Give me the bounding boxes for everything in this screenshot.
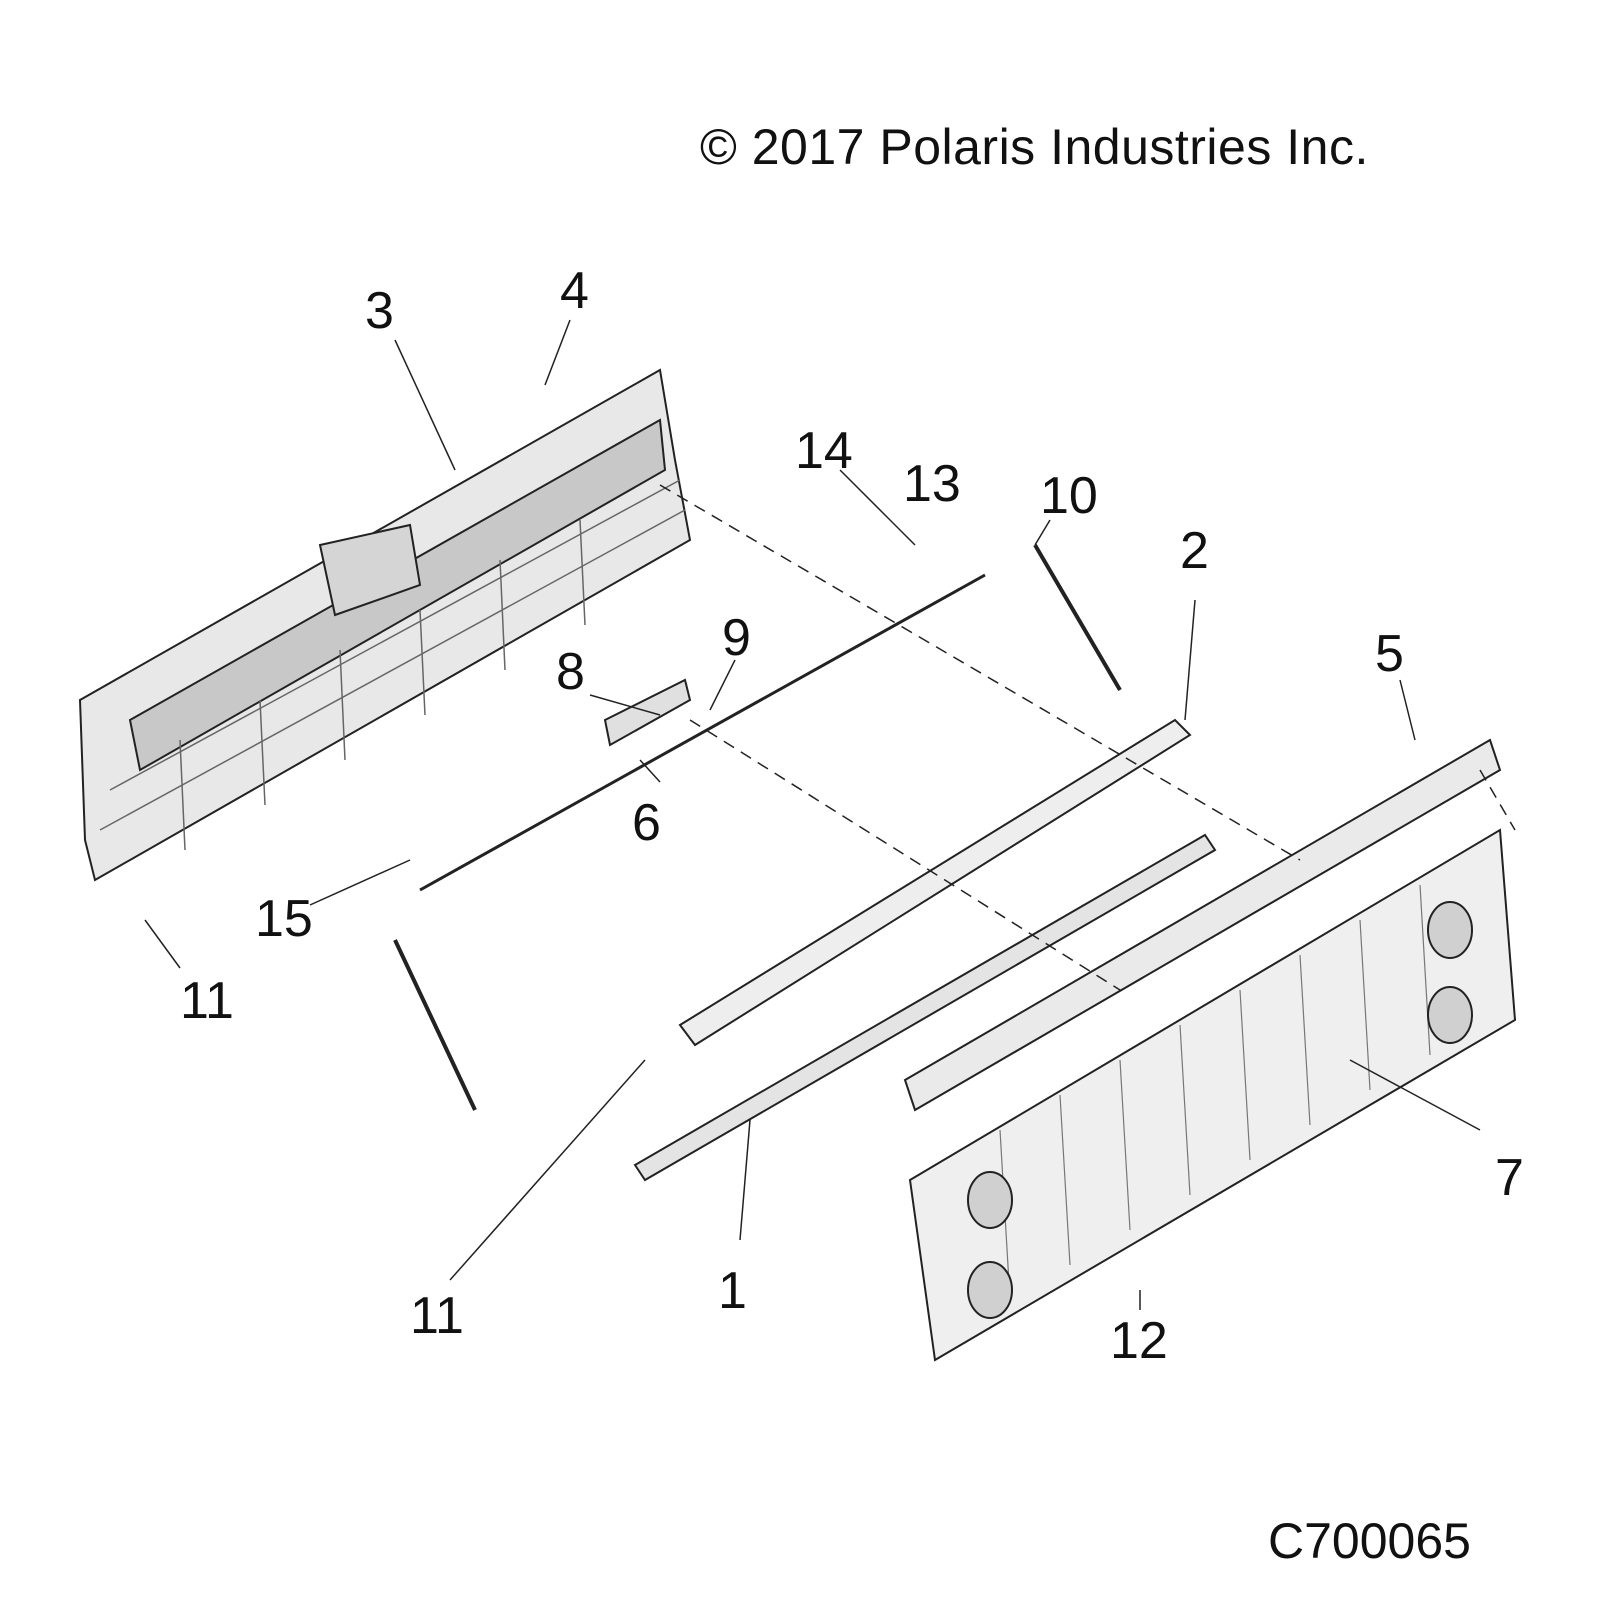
callout-4: 4	[560, 262, 589, 320]
copyright-notice: © 2017 Polaris Industries Inc.	[700, 119, 1369, 175]
callout-5: 5	[1375, 625, 1404, 683]
tailgate-rod-tube	[633, 833, 1217, 1182]
callout-12: 12	[1110, 1312, 1168, 1370]
latch-handle-assembly	[603, 678, 692, 747]
callout-9: 9	[722, 609, 751, 667]
callout-11a: 11	[180, 972, 234, 1030]
callout-6: 6	[632, 794, 661, 852]
callout-13: 13	[903, 455, 961, 513]
latch-rod	[419, 573, 986, 892]
callout-10: 10	[1040, 467, 1098, 525]
support-cable	[1033, 543, 1122, 692]
callout-14: 14	[795, 422, 853, 480]
illustration-code: C700065	[1268, 1513, 1471, 1569]
tailgate-outer-panel	[908, 828, 1517, 1362]
callout-7: 7	[1495, 1149, 1524, 1207]
callout-3: 3	[365, 282, 394, 340]
upper-trim-rail	[678, 718, 1192, 1047]
callout-11b: 11	[410, 1287, 464, 1345]
tailgate-top-cap	[903, 738, 1502, 1112]
callout-15: 15	[255, 890, 313, 948]
callout-8: 8	[556, 643, 585, 701]
callout-2: 2	[1180, 522, 1209, 580]
tailgate-inner-panel	[78, 368, 692, 882]
callout-1: 1	[718, 1262, 747, 1320]
support-cable	[393, 939, 477, 1111]
